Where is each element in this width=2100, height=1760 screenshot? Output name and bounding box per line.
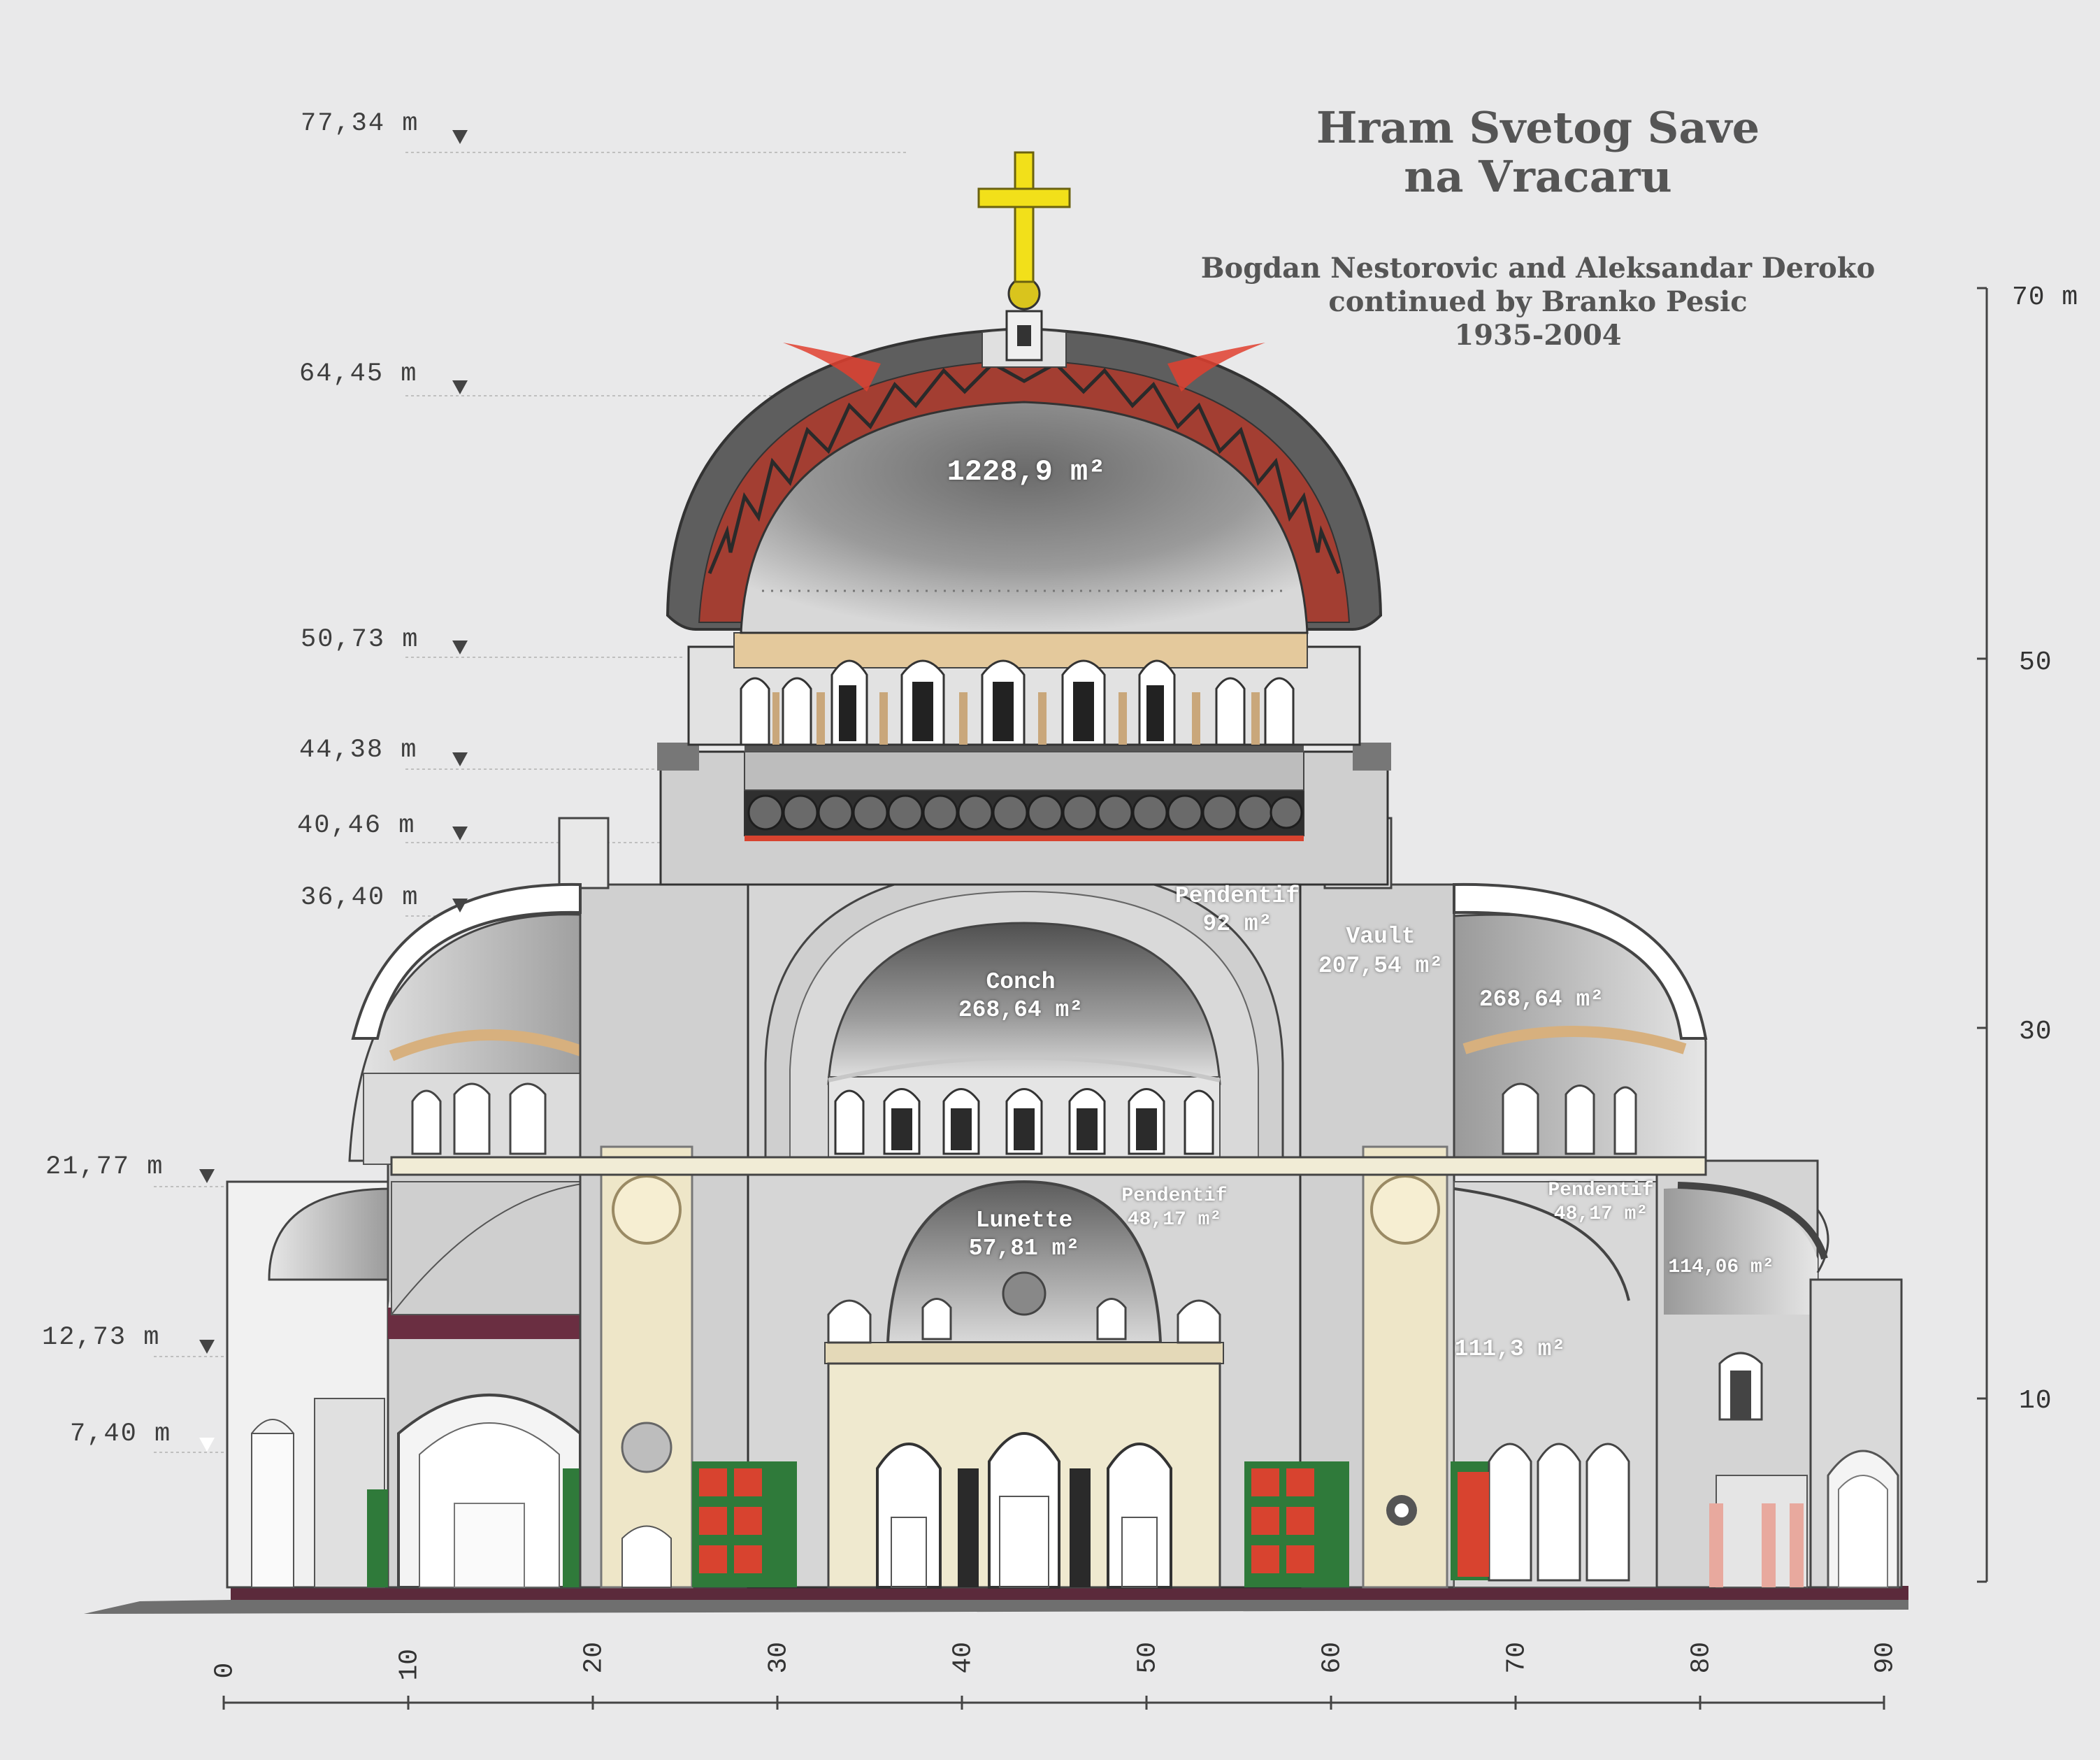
title-line-2: na Vracaru: [1404, 151, 1672, 202]
main-dome: [666, 327, 1383, 634]
pendentif-right-area-label: 48,17 m²: [1553, 1203, 1648, 1225]
credits-line-2: continued by Branko Pesic: [1328, 285, 1748, 318]
horizontal-scale-label: 20: [579, 1641, 610, 1674]
vertical-scale-label: 10: [2019, 1386, 2052, 1416]
level-label: 40,46 m: [297, 811, 416, 840]
vault-name-label: Vault: [1346, 924, 1416, 950]
conch-name-label: Conch: [986, 969, 1056, 995]
level-arrow-icon: [452, 641, 468, 654]
level-label: 7,40 m: [70, 1419, 172, 1449]
pendentif-top-name-label: Pendentif: [1174, 883, 1300, 909]
horizontal-scale-label: 60: [1317, 1641, 1348, 1674]
cross: [977, 151, 1071, 362]
horizontal-scale-label: 50: [1132, 1641, 1163, 1674]
lunette-area-label: 57,81 m²: [968, 1236, 1080, 1261]
pendentif-top-area-label: 92 m²: [1202, 911, 1272, 937]
right-apse-area-label: 268,64 m²: [1479, 987, 1604, 1013]
horizontal-scale-axis: [222, 1696, 1885, 1710]
side-apse-area-label: 114,06 m²: [1668, 1257, 1774, 1278]
lower-right-area-label: 111,3 m²: [1454, 1336, 1566, 1362]
drum-rosettes: [747, 794, 1303, 831]
conch-area-label: 268,64 m²: [958, 997, 1084, 1023]
horizontal-scale-label: 70: [1502, 1641, 1532, 1674]
level-arrow-icon: [452, 752, 468, 766]
level-arrow-icon: [452, 899, 468, 913]
vertical-scale-axis: [1977, 287, 1988, 1583]
dome-area-label: 1228,9 m²: [947, 455, 1106, 489]
dome-zigzag: [707, 361, 1341, 574]
lunette-name-label: Lunette: [975, 1208, 1073, 1233]
title-line-1: Hram Svetog Save: [1316, 102, 1760, 153]
level-label: 50,73 m: [301, 625, 419, 654]
horizontal-scale-label: 0: [210, 1662, 240, 1679]
level-arrow-icon: [452, 130, 468, 144]
vertical-scale-label: 30: [2019, 1017, 2052, 1047]
semidome-shells: [351, 882, 1708, 1040]
right-side-apse: [1655, 1159, 1828, 1589]
horizontal-scale-label: 80: [1686, 1641, 1717, 1674]
vertical-scale-label: 70 m: [2012, 282, 2079, 313]
level-label: 77,34 m: [301, 109, 419, 138]
horizontal-scale-label: 30: [763, 1641, 794, 1674]
horizontal-scale-label: 10: [394, 1648, 425, 1681]
drum: [657, 632, 1391, 886]
horizontal-scale-label: 90: [1870, 1641, 1901, 1674]
pendentif-mid-area-label: 48,17 m²: [1127, 1209, 1222, 1231]
credits-line-3: 1935-2004: [1454, 319, 1622, 352]
level-arrow-icon: [199, 1340, 215, 1354]
left-aisle: [348, 906, 603, 1315]
iconostasis-doors: [876, 1432, 1172, 1589]
level-arrow-icon: [452, 827, 468, 840]
level-arrow-icon: [199, 1169, 215, 1183]
level-label: 21,77 m: [45, 1152, 164, 1182]
ground-slab: [84, 1586, 1908, 1614]
level-label: 64,45 m: [299, 359, 418, 389]
vault-area-label: 207,54 m²: [1318, 953, 1444, 979]
vertical-scale-label: 50: [2019, 648, 2052, 678]
level-label: 44,38 m: [299, 736, 418, 765]
pendentif-mid-name-label: Pendentif: [1121, 1185, 1228, 1207]
credits-line-1: Bogdan Nestorovic and Aleksandar Deroko: [1200, 252, 1876, 285]
horizontal-scale-label: 40: [948, 1641, 979, 1674]
level-label: 12,73 m: [42, 1323, 161, 1352]
level-arrow-icon: [452, 380, 468, 394]
level-arrow-icon: [199, 1438, 215, 1452]
nave-block: [390, 862, 1707, 1589]
far-right-annex: [1809, 1209, 1903, 1589]
pendentif-right-name-label: Pendentif: [1548, 1180, 1654, 1201]
level-label: 36,40 m: [301, 883, 419, 913]
